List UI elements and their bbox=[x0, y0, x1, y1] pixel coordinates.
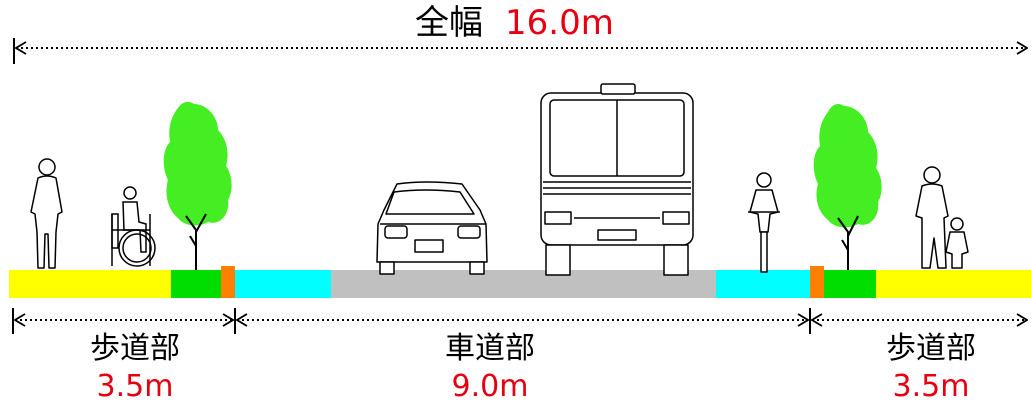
parent-with-child-icon bbox=[915, 166, 969, 269]
bike-lane-right bbox=[716, 270, 810, 298]
sidewalk-left-value: 3.5m bbox=[96, 369, 174, 404]
curb-right bbox=[810, 266, 824, 298]
total-width-dimension bbox=[13, 38, 1027, 64]
bus-icon bbox=[540, 83, 694, 276]
roadway-value: 9.0m bbox=[451, 369, 529, 404]
pedestrian-icon bbox=[30, 158, 63, 269]
total-width-value: 16.0m bbox=[505, 3, 614, 43]
total-width-label: 全幅 16.0m bbox=[415, 6, 614, 40]
cyclist-icon bbox=[748, 172, 780, 273]
street-tree-icon bbox=[163, 101, 232, 270]
curb-left bbox=[221, 266, 235, 298]
road-surface bbox=[9, 266, 1031, 298]
section-dimension-line bbox=[12, 308, 1027, 334]
bike-lane-left bbox=[235, 270, 331, 298]
sidewalk-right-strip bbox=[876, 270, 1031, 298]
sidewalk-left-name: 歩道部 bbox=[90, 331, 180, 366]
planting-left-strip bbox=[171, 270, 221, 298]
total-width-title: 全幅 bbox=[415, 3, 483, 43]
sidewalk-right-name: 歩道部 bbox=[886, 331, 976, 366]
sidewalk-right-value: 3.5m bbox=[892, 369, 970, 404]
sidewalk-left-strip bbox=[9, 270, 171, 298]
carriageway bbox=[331, 270, 716, 298]
wheelchair-user-icon bbox=[111, 186, 156, 267]
roadway-name: 車道部 bbox=[445, 331, 535, 366]
car-icon bbox=[376, 181, 488, 275]
planting-right-strip bbox=[824, 270, 876, 298]
street-tree-icon bbox=[813, 104, 882, 270]
